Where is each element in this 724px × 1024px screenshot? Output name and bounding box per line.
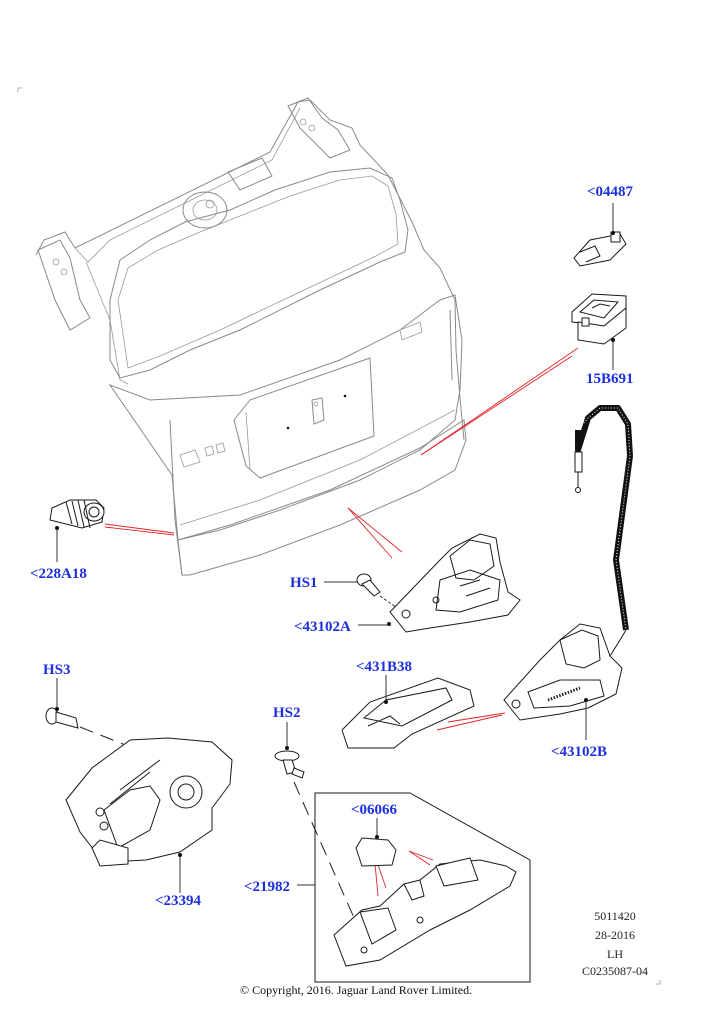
callout-06066[interactable]: <06066 (351, 802, 398, 818)
info-side: LH (607, 947, 623, 961)
part-HS1-screw (324, 573, 401, 611)
callout-HS3[interactable]: HS3 (43, 662, 71, 678)
callout-228A18[interactable]: <228A18 (30, 566, 87, 582)
part-04487-switch (573, 203, 627, 267)
release-cable (574, 405, 633, 631)
callout-43102B[interactable]: <43102B (551, 744, 608, 760)
info-date: 28-2016 (595, 928, 635, 942)
part-15B691-switch-housing (571, 293, 627, 370)
copyright-notice: © Copyright, 2016. Jaguar Land Rover Lim… (240, 983, 473, 997)
part-43102B-latch (503, 623, 627, 740)
info-illustration-number: 5011420 (594, 909, 636, 923)
corner-mark-bottom-right (656, 980, 661, 985)
callout-HS2[interactable]: HS2 (273, 705, 301, 721)
part-43102A-latch (358, 533, 521, 633)
callout-15B691[interactable]: 15B691 (586, 371, 634, 387)
callout-HS1[interactable]: HS1 (290, 575, 318, 591)
callout-04487[interactable]: <04487 (587, 184, 634, 200)
callout-21982[interactable]: <21982 (244, 879, 291, 895)
tailgate-panel (35, 97, 467, 576)
part-228A18-grommet (49, 499, 105, 562)
reference-lines (104, 347, 579, 897)
corner-mark-top-left (17, 87, 22, 92)
callout-431B38[interactable]: <431B38 (356, 659, 413, 675)
part-HS2-clip (274, 722, 356, 921)
part-431B38-cover (341, 675, 475, 749)
part-23394-actuator (65, 737, 233, 893)
callout-23394[interactable]: <23394 (155, 893, 202, 909)
part-21982-assembly-box (297, 792, 531, 983)
callout-43102A[interactable]: <43102A (294, 619, 351, 635)
info-drawing-code: C0235087-04 (582, 964, 648, 978)
part-HS3-bolt (45, 678, 139, 751)
